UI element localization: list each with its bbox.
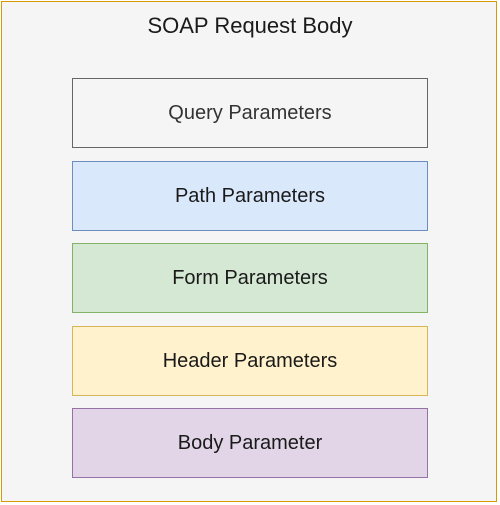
form-parameters-box: Form Parameters: [72, 243, 428, 313]
body-parameter-box: Body Parameter: [72, 408, 428, 478]
path-parameters-label: Path Parameters: [174, 184, 326, 207]
header-parameters-label: Header Parameters: [162, 349, 338, 372]
form-parameters-label: Form Parameters: [172, 266, 328, 289]
query-parameters-label: Query Parameters: [168, 101, 332, 124]
query-parameters-box: Query Parameters: [72, 78, 428, 148]
path-parameters-box: Path Parameters: [72, 161, 428, 231]
diagram-title: SOAP Request Body: [147, 13, 353, 38]
body-parameter-label: Body Parameter: [177, 431, 323, 454]
header-parameters-box: Header Parameters: [72, 326, 428, 396]
